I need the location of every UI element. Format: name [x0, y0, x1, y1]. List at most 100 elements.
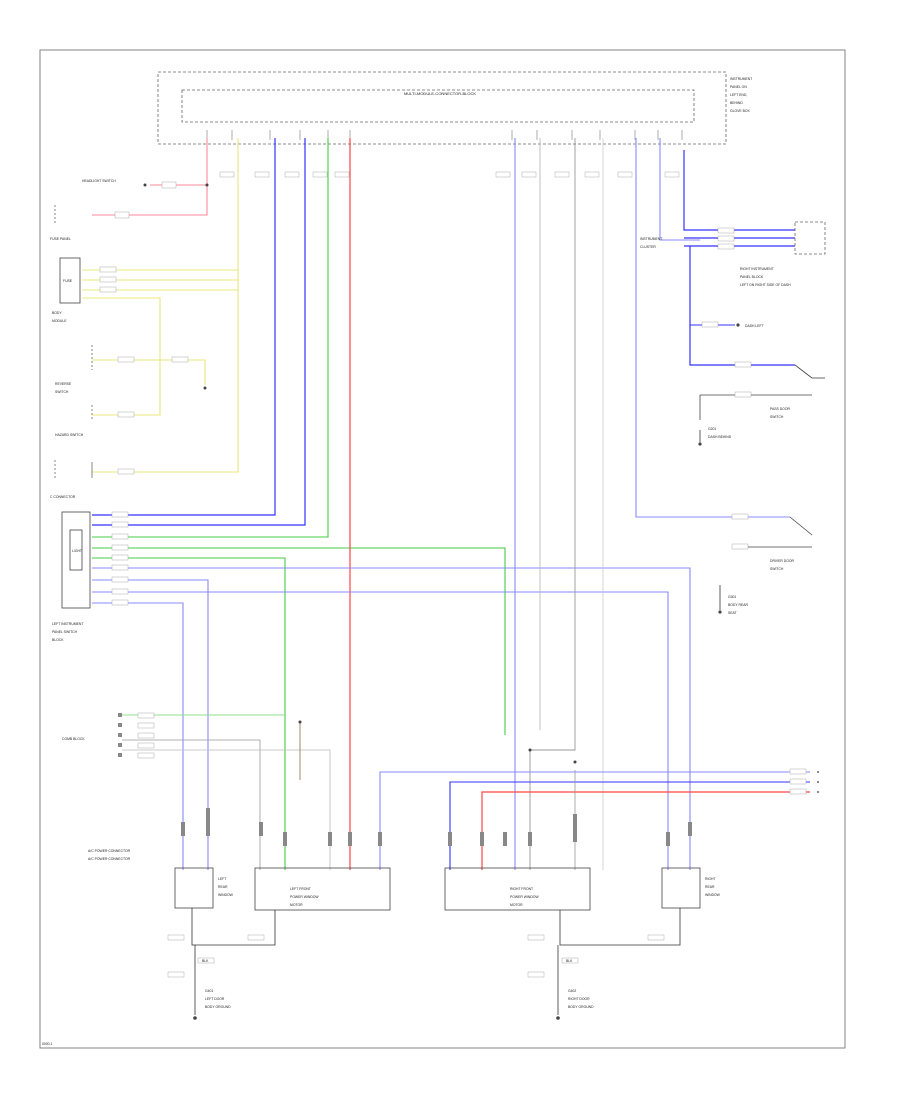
wire-pink-headlight: [92, 138, 208, 216]
svg-text:BODY REAR: BODY REAR: [728, 603, 748, 607]
wire-blue-right-7: [689, 246, 795, 366]
wire-lblue-2: [92, 579, 209, 870]
svg-text:PANEL BLOCK: PANEL BLOCK: [740, 275, 764, 279]
svg-text:LEFT: LEFT: [218, 877, 226, 881]
svg-text:COMB BLOCK: COMB BLOCK: [62, 737, 85, 741]
svg-text:BLK: BLK: [202, 959, 209, 963]
svg-text:A/C POWER CONNECTOR: A/C POWER CONNECTOR: [88, 849, 131, 853]
svg-text:DRIVER DOOR: DRIVER DOOR: [770, 559, 794, 563]
svg-text:SWITCH: SWITCH: [55, 390, 69, 394]
fuse-block: FUSE: [59, 257, 117, 304]
svg-text:PANEL ON: PANEL ON: [730, 85, 747, 89]
wire-yellow-main: [92, 138, 239, 473]
svg-text:RIGHT: RIGHT: [705, 877, 716, 881]
svg-text:MOTOR: MOTOR: [510, 903, 523, 907]
svg-text:MOTOR: MOTOR: [290, 903, 303, 907]
wire-bus-blue-1: [379, 771, 810, 870]
svg-text:A/C POWER CONNECTOR: A/C POWER CONNECTOR: [88, 857, 131, 861]
ground-g301: G301 BODY REAR SEAT: [718, 585, 748, 615]
svg-text:FUSE: FUSE: [63, 279, 73, 283]
wire-lblue-3: [92, 591, 669, 870]
module-title: MULTI-MODULE-CONNECTOR-BLOCK: [404, 91, 476, 96]
svg-text:G401: G401: [205, 989, 213, 993]
right-front-motor: RIGHT FRONT POWER WINDOW MOTOR: [444, 867, 591, 911]
svg-text:BODY GROUND: BODY GROUND: [205, 1005, 231, 1009]
wire-green-1: [92, 138, 329, 538]
splice-points: [205, 183, 577, 764]
fuse-panel: FUSE PANEL: [50, 205, 71, 241]
svg-text:MODULE: MODULE: [52, 319, 67, 323]
reverse-switch: REVERSE SWITCH: [55, 382, 135, 420]
wire-bus-blue-2: [449, 781, 810, 870]
svg-text:BLOCK: BLOCK: [52, 638, 64, 642]
page-id: 0000-1: [42, 1042, 53, 1046]
svg-text:HEADLIGHT SWITCH: HEADLIGHT SWITCH: [82, 179, 116, 183]
comb-block: COMB BLOCK: [62, 712, 155, 759]
svg-text:INSTRUMENT: INSTRUMENT: [730, 77, 752, 81]
svg-text:C CONNECTOR: C CONNECTOR: [50, 495, 76, 499]
left-rear-motor: LEFT REAR WINDOW: [174, 867, 234, 909]
svg-text:PASS DOOR: PASS DOOR: [770, 407, 790, 411]
wire-yellow-4: [82, 297, 161, 416]
svg-text:CLUSTER: CLUSTER: [640, 245, 656, 249]
wire-blue-2: [92, 138, 306, 526]
svg-text:RIGHT FRONT: RIGHT FRONT: [510, 887, 533, 891]
svg-text:G301: G301: [728, 595, 736, 599]
wire-blue-1: [92, 138, 276, 516]
svg-text:REAR: REAR: [705, 885, 715, 889]
diagram-frame: [39, 49, 846, 1049]
top-right-label: INSTRUMENT PANEL ON LEFT END, BEHIND GLO…: [730, 77, 752, 113]
wire-blue-right-3: [659, 138, 700, 241]
pin-tags: [219, 171, 680, 178]
svg-text:SEAT: SEAT: [728, 611, 737, 615]
svg-text:G201: G201: [708, 427, 716, 431]
wire-blue-right-4: [683, 150, 795, 231]
left-panel-switch-block: LIGHT LEFT INSTRUMENT PANEL SWITCH BLOCK: [52, 511, 129, 642]
svg-text:RIGHT DOOR: RIGHT DOOR: [568, 997, 590, 1001]
wire-lblue-4: [92, 602, 184, 870]
svg-text:DASH BEHIND: DASH BEHIND: [708, 435, 732, 439]
wire-yellow-5: [92, 359, 206, 385]
connector-stubs: [181, 808, 692, 846]
hazard-switch: HAZARD SWITCH: [54, 433, 135, 480]
right-ground-path: BLK G402 RIGHT DOOR BODY GROUND: [527, 908, 681, 1020]
svg-text:REAR: REAR: [218, 885, 228, 889]
c-connector: C CONNECTOR: [50, 495, 76, 499]
instrument-cluster: INSTRUMENT CLUSTER: [640, 221, 826, 255]
svg-text:SWITCH: SWITCH: [770, 415, 784, 419]
right-panel-block: RIGHT INSTRUMENT PANEL BLOCK LEFT ON RIG…: [701, 267, 791, 328]
svg-text:BODY GROUND: BODY GROUND: [568, 1005, 594, 1009]
svg-text:LEFT END,: LEFT END,: [730, 93, 747, 97]
svg-text:LEFT FRONT: LEFT FRONT: [290, 887, 311, 891]
headlight-switch: HEADLIGHT SWITCH: [82, 179, 177, 219]
wire-gray-right-2: [529, 138, 576, 870]
left-ground-path: BLK G401 LEFT DOOR BODY GROUND: [167, 908, 276, 1020]
ground-g201: G201 DASH BEHIND: [698, 427, 732, 446]
svg-text:FUSE PANEL: FUSE PANEL: [50, 237, 71, 241]
svg-text:POWER WINDOW: POWER WINDOW: [510, 895, 539, 899]
module-block: [181, 89, 695, 123]
wire-green-3: [92, 557, 286, 870]
module-outline: [157, 71, 727, 145]
svg-text:G402: G402: [568, 989, 576, 993]
driver-door-switch: DRIVER DOOR SWITCH: [731, 513, 813, 571]
pass-door-switch: PASS DOOR SWITCH: [699, 361, 825, 420]
svg-text:HAZARD SWITCH: HAZARD SWITCH: [55, 433, 84, 437]
right-rear-motor: RIGHT REAR WINDOW: [661, 867, 721, 909]
svg-text:INSTRUMENT: INSTRUMENT: [640, 237, 662, 241]
svg-text:WINDOW: WINDOW: [218, 893, 234, 897]
body-module: BODY MODULE: [52, 311, 207, 390]
right-bus-terminals: [789, 768, 819, 795]
wire-blue-right-2: [635, 138, 790, 518]
wire-gray-left-2: [122, 749, 331, 870]
svg-text:BODY: BODY: [52, 311, 62, 315]
wire-gray-left: [122, 739, 261, 870]
svg-text:WINDOW: WINDOW: [705, 893, 721, 897]
svg-text:LEFT ON RIGHT SIDE OF DASH: LEFT ON RIGHT SIDE OF DASH: [740, 283, 791, 287]
svg-text:DASH LEFT: DASH LEFT: [745, 324, 764, 328]
svg-text:RIGHT INSTRUMENT: RIGHT INSTRUMENT: [740, 267, 774, 271]
svg-text:PANEL SWITCH: PANEL SWITCH: [52, 630, 78, 634]
ac-power-connector: A/C POWER CONNECTOR A/C POWER CONNECTOR: [88, 849, 131, 861]
svg-text:LEFT INSTRUMENT: LEFT INSTRUMENT: [52, 622, 83, 626]
